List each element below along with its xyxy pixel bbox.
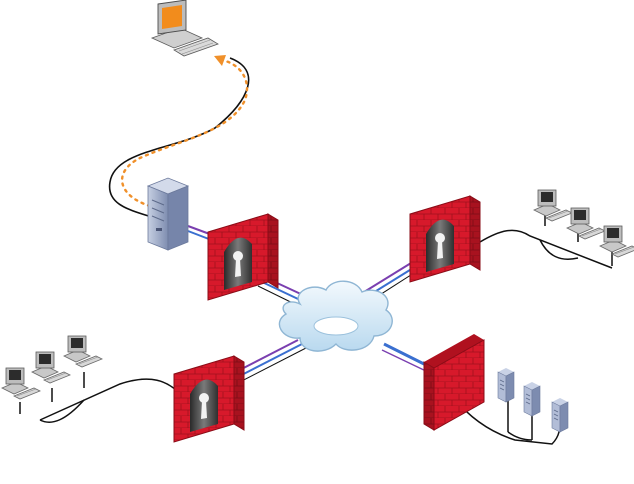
- firewall-icon: [173, 355, 245, 443]
- keyboard-icon: [173, 37, 219, 57]
- workstation-icon: [63, 335, 103, 368]
- remote-workstation: [150, 0, 219, 57]
- server: [146, 177, 190, 251]
- farm-server: [523, 381, 541, 417]
- tower-server-icon: [146, 177, 190, 251]
- cloud-icon: [278, 280, 393, 352]
- server-icon: [497, 367, 515, 403]
- workstation-icon: [599, 225, 634, 258]
- firewall-northeast: [409, 195, 481, 283]
- workstation: [533, 189, 573, 222]
- server-icon: [523, 381, 541, 417]
- workstation-icon: [31, 351, 71, 384]
- link-dotted-arrow: [121, 58, 249, 208]
- firewall-northwest: [207, 213, 279, 301]
- farm-server: [497, 367, 515, 403]
- workstation: [63, 335, 103, 368]
- farm-server: [551, 397, 569, 433]
- workstation: [566, 207, 606, 240]
- workstation: [31, 351, 71, 384]
- workstation-icon: [533, 189, 573, 222]
- dotted-arrow-head: [214, 55, 226, 66]
- firewall-southeast: [423, 334, 485, 431]
- server-icon: [551, 397, 569, 433]
- firewall-icon: [409, 195, 481, 283]
- internet-cloud: [278, 280, 393, 352]
- workstation-icon: [566, 207, 606, 240]
- workstation: [599, 225, 634, 258]
- links: [19, 55, 613, 445]
- firewall-southwest: [173, 355, 245, 443]
- brick-wall-icon: [423, 334, 485, 431]
- lan-east: [533, 189, 634, 258]
- link-remote-to-server: [108, 57, 250, 219]
- link-firewall-ne-to-lan-east: [479, 212, 613, 269]
- firewall-icon: [207, 213, 279, 301]
